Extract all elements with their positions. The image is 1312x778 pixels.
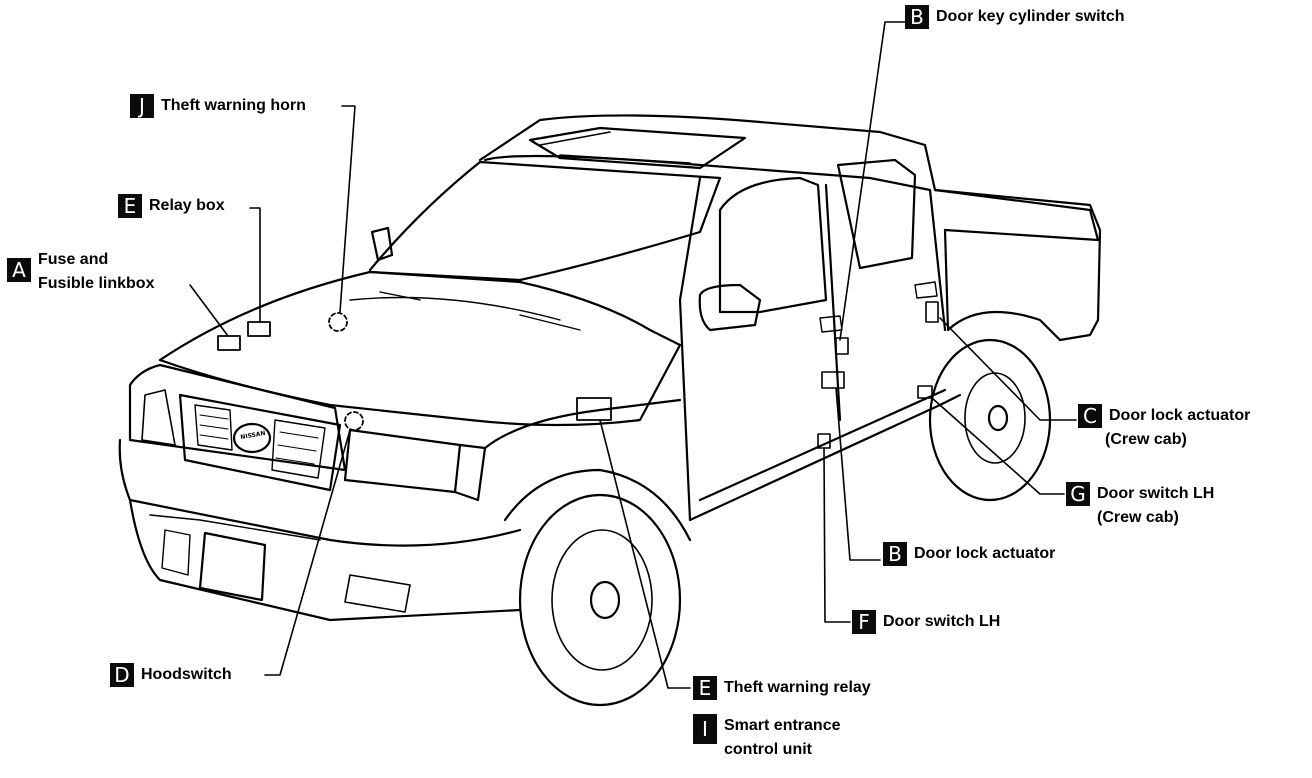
callout-letter-badge: D [110,663,134,687]
callout-label: Relay box [149,197,225,214]
callout-label: Fuse and Fusible linkbox [38,251,155,292]
callout-theft-warning-relay: E Theft warning relay [693,676,871,700]
callout-label: Theft warning horn [161,97,306,114]
callout-smart-entrance-control-unit: I Smart entrance control unit [693,714,841,762]
callout-label: Door lock actuator [914,545,1056,562]
callout-relay-box: E Relay box [118,194,225,218]
callout-letter-badge: E [693,676,717,700]
callout-letter-badge: A [7,258,31,282]
callout-letter-badge: B [883,542,907,566]
callout-theft-warning-horn: J Theft warning horn [130,94,306,118]
callout-hoodswitch: D Hoodswitch [110,663,232,687]
callout-door-lock-actuator: B Door lock actuator [883,542,1055,566]
callout-letter-badge: J [130,94,154,118]
callout-label: Smart entrance control unit [724,717,841,758]
callout-letter-badge: E [118,194,142,218]
callout-label: Door key cylinder switch [936,8,1125,25]
callout-letter-badge: B [905,5,929,29]
callout-letter-badge: G [1066,482,1090,506]
callout-door-key-cylinder-switch: B Door key cylinder switch [905,5,1125,29]
callout-letter-badge: C [1078,404,1102,428]
callout-label: Door switch LH (Crew cab) [1097,485,1215,526]
callout-door-switch-lh: F Door switch LH [852,610,1000,634]
callout-label: Door lock actuator (Crew cab) [1105,407,1251,448]
callout-door-switch-lh-crew-cab: G Door switch LH (Crew cab) [1066,482,1214,530]
callout-label: Door switch LH [883,613,1001,630]
callout-letter-badge: F [852,610,876,634]
callout-door-lock-actuator-crew-cab: C Door lock actuator (Crew cab) [1078,404,1250,452]
callout-label: Hoodswitch [141,666,232,683]
callout-letter-badge: I [693,714,717,744]
callout-fuse-fusible-linkbox: A Fuse and Fusible linkbox [7,248,154,296]
callout-label: Theft warning relay [724,679,871,696]
